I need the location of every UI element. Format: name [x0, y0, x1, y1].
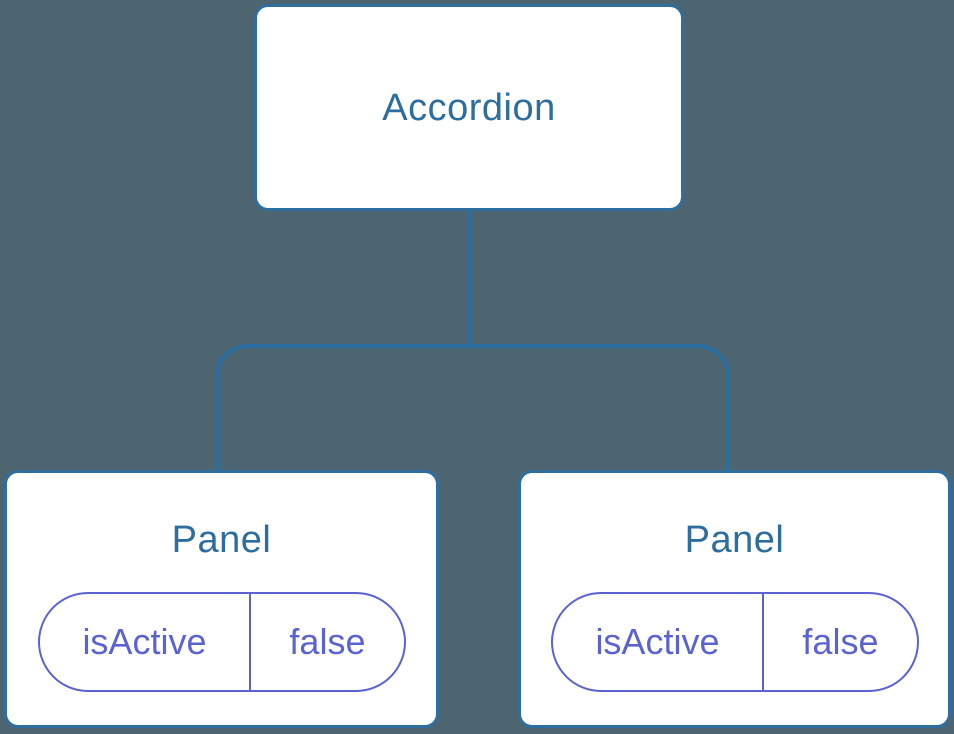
- root-node-accordion: Accordion: [254, 4, 684, 211]
- root-node-label: Accordion: [382, 86, 556, 129]
- connector-stem: [467, 209, 472, 346]
- panel-left-state-value: false: [289, 621, 366, 662]
- connector-branch: [215, 344, 730, 470]
- panel-right-state-pill: isActive false: [550, 592, 919, 692]
- panel-node-right: Panel isActive false: [518, 470, 951, 728]
- panel-right-state-value: false: [802, 621, 879, 662]
- panel-node-left: Panel isActive false: [4, 470, 439, 728]
- panel-left-state-pill: isActive false: [37, 592, 406, 692]
- panel-left-label: Panel: [171, 519, 272, 561]
- panel-right-state-key: isActive: [553, 594, 765, 690]
- panel-left-state-key: isActive: [40, 594, 252, 690]
- panel-right-label: Panel: [684, 519, 785, 561]
